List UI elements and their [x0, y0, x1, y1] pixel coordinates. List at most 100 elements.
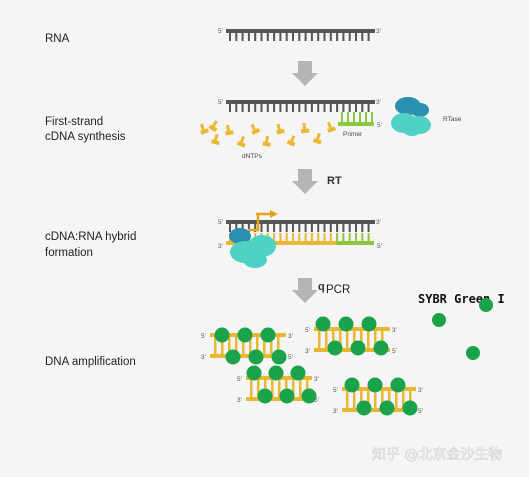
five-prime-label: 5': [305, 327, 310, 334]
rna-base-tick: [355, 224, 357, 232]
sybr-dye-molecule: [402, 400, 418, 416]
dna-base-pair: [250, 380, 253, 397]
rna-base-tick: [367, 104, 370, 112]
rna-base-tick: [298, 33, 301, 41]
dna-base-pair: [381, 331, 384, 348]
primer-strand: [338, 112, 374, 126]
sybr-dye-molecule: [279, 388, 295, 404]
hybrid-duplex: [226, 220, 375, 245]
sybr-dye-molecule: [373, 340, 389, 356]
dna-base-pair: [299, 380, 302, 397]
rna-base-tick: [241, 224, 244, 232]
dntp-molecule: [200, 123, 210, 135]
rna-base-tick: [292, 33, 294, 41]
three-prime-label: 3': [237, 397, 242, 404]
rna-base-tick: [229, 104, 231, 112]
step-label-first-strand: First-strand: [45, 116, 103, 128]
dna-base-pair: [249, 337, 252, 354]
sybr-dye-molecule: [344, 377, 360, 393]
dna-base-pair: [388, 391, 391, 408]
rna-base-tick: [355, 33, 357, 41]
cdna-base-tick: [367, 233, 370, 241]
sybr-dye-molecule: [338, 316, 354, 332]
dna-base-pair: [306, 380, 309, 397]
dna-base-pair: [409, 391, 412, 408]
rna-base-tick: [285, 104, 288, 112]
rna-base-tick: [279, 224, 282, 232]
sybr-dye-molecule: [246, 365, 262, 381]
cdna-base-tick: [279, 233, 282, 241]
dna-base-pair: [278, 380, 281, 397]
rna-base-tick: [279, 33, 282, 41]
dna-base-pair: [256, 337, 259, 354]
rna-base-tick: [254, 224, 257, 232]
rna-base-tick: [241, 33, 244, 41]
dntp-molecule: [236, 136, 246, 148]
amplified-dna-group: 5'3'3'5'5'3'3'5'5'3'3'5'5'3'3'5': [201, 316, 423, 416]
dna-base-pair: [332, 331, 335, 348]
rna-base-tick: [273, 224, 276, 232]
rna-base-tick: [292, 104, 294, 112]
dna-base-pair: [374, 391, 377, 408]
cdna-base-tick: [310, 233, 313, 241]
rna-base-tick: [361, 104, 364, 112]
sybr-dye-molecule: [268, 365, 284, 381]
cdna-base-tick: [298, 233, 301, 241]
rna-base-tick: [329, 33, 332, 41]
cdna-base-tick: [329, 233, 332, 241]
rna-base-tick: [348, 33, 351, 41]
rna-base-tick: [317, 104, 320, 112]
five-prime-label: 5': [377, 243, 382, 250]
rna-base-tick: [266, 224, 269, 232]
three-prime-label: 3': [376, 99, 381, 106]
five-prime-label: 5': [418, 408, 423, 415]
dntp-molecule: [286, 135, 296, 147]
rna-base-tick: [260, 33, 263, 41]
dna-base-pair: [292, 380, 295, 397]
sybr-dye-molecule: [248, 349, 264, 365]
rna-base-tick: [342, 104, 345, 112]
rna-base-tick: [361, 33, 364, 41]
dna-base-pair: [353, 331, 356, 348]
rna-base-tick: [266, 104, 269, 112]
dntp-molecule: [208, 120, 218, 132]
dna-base-pair: [367, 391, 370, 408]
sybr-dye-molecule: [260, 327, 276, 343]
cdna-base-tick: [361, 233, 364, 241]
rna-base-tick: [336, 224, 339, 232]
dna-base-pair: [285, 380, 288, 397]
three-prime-label: 3': [305, 348, 310, 355]
cdna-base-tick: [292, 233, 294, 241]
step-label-hybrid: cDNA:RNA hybrid: [45, 231, 136, 243]
dna-base-pair: [339, 331, 342, 348]
five-prime-label: 5': [288, 354, 293, 361]
step-label-cdna-synthesis: cDNA synthesis: [45, 131, 126, 143]
dna-base-pair: [346, 391, 349, 408]
primer-label: Primer: [343, 131, 363, 138]
dna-strand: [342, 408, 416, 412]
rna-base-tick: [254, 104, 257, 112]
sybr-dye-molecule: [479, 298, 493, 312]
three-prime-label: 3': [376, 219, 381, 226]
step-label-dna-amplification: DNA amplification: [45, 356, 136, 368]
dna-base-pair: [235, 337, 238, 354]
rna-base-tick: [310, 224, 313, 232]
rna-base-tick: [304, 33, 307, 41]
dna-base-pair: [402, 391, 405, 408]
cdna-base-tick: [348, 233, 351, 241]
dntp-molecule: [225, 124, 234, 136]
down-arrow-icon: [292, 61, 318, 86]
three-prime-label: 3': [218, 243, 223, 250]
dna-base-pair: [221, 337, 224, 354]
rna-base-tick: [273, 104, 276, 112]
sybr-dye-molecule: [466, 346, 480, 360]
rna-base-tick: [304, 104, 307, 112]
step-label-rna: RNA: [45, 33, 70, 45]
rna-base-tick: [336, 33, 339, 41]
sybr-dye-molecule: [315, 316, 331, 332]
dsdna-duplex: 5'3'3'5': [237, 365, 319, 404]
dna-strand: [314, 327, 390, 331]
rna-base-tick: [229, 33, 231, 41]
five-prime-label: 5': [314, 397, 319, 404]
